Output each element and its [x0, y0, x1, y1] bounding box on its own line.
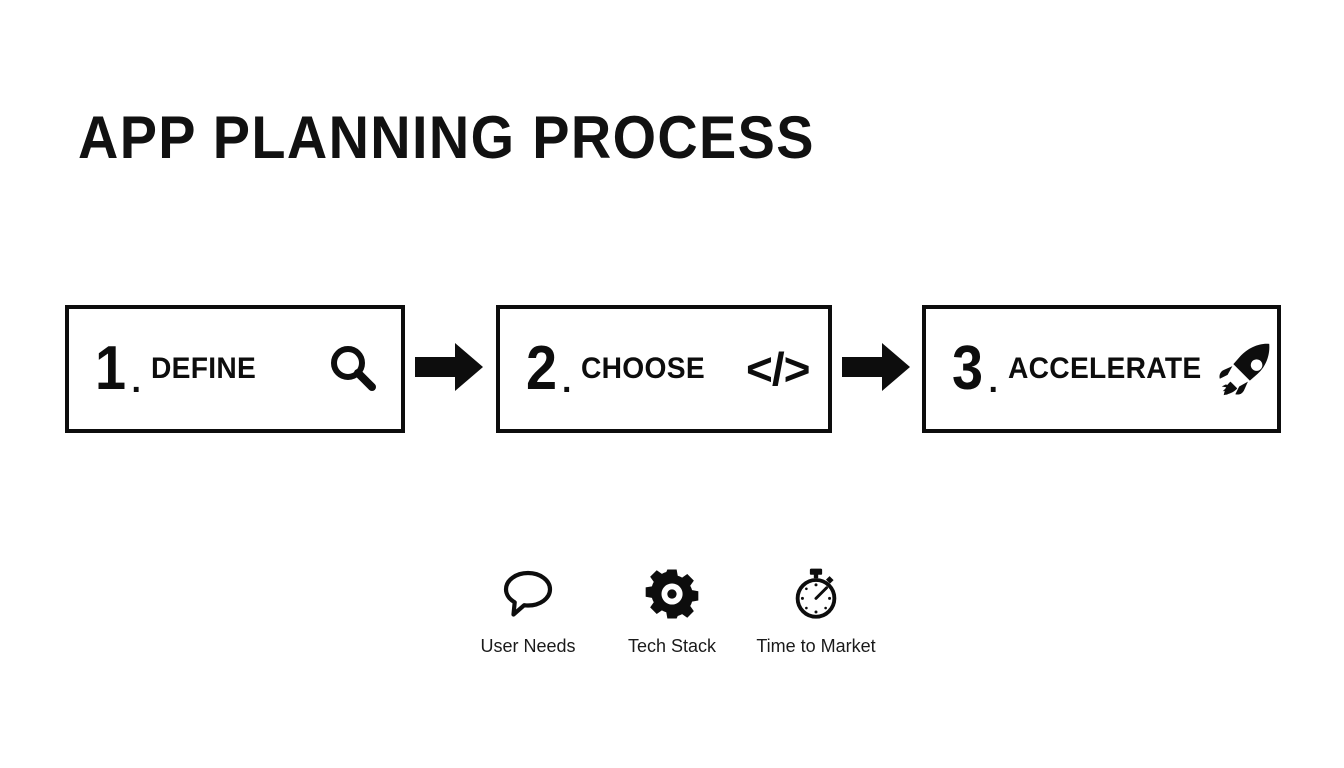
step-card-accelerate[interactable]: 3 . ACCELERATE — [922, 305, 1281, 433]
process-steps: 1 . DEFINE 2 . CHOOSE </> — [65, 305, 1281, 433]
code-brackets-icon: </> — [745, 343, 811, 395]
feature-user-needs[interactable]: User Needs — [462, 566, 594, 657]
connector-2 — [832, 340, 923, 399]
speech-bubble-icon — [501, 566, 555, 622]
feature-label: Time to Market — [756, 636, 876, 656]
feature-label: User Needs — [480, 636, 576, 656]
step-label: CHOOSE — [581, 352, 706, 385]
step-number: 2 — [525, 334, 557, 403]
page-title: APP PLANNING PROCESS — [78, 104, 815, 171]
step-card-define[interactable]: 1 . DEFINE — [65, 305, 405, 433]
gear-icon — [645, 566, 699, 622]
stopwatch-icon — [788, 566, 844, 622]
rocket-icon — [1214, 338, 1276, 400]
code-brackets-glyph: </> — [745, 343, 811, 395]
step-number-separator: . — [561, 362, 572, 400]
step-number: 1 — [95, 334, 127, 403]
step-label: ACCELERATE — [1007, 352, 1202, 385]
step-card-content: 3 . ACCELERATE — [926, 338, 1277, 400]
connector-1 — [405, 340, 496, 399]
step-number: 3 — [952, 334, 984, 403]
feature-list: User Needs Tech Stack — [462, 566, 882, 657]
step-card-choose[interactable]: 2 . CHOOSE </> — [495, 305, 832, 433]
step-card-content: 1 . DEFINE — [69, 338, 401, 400]
feature-tech-stack[interactable]: Tech Stack — [606, 566, 738, 657]
step-number-separator: . — [988, 362, 998, 400]
arrow-right-icon — [841, 340, 912, 399]
magnifier-icon — [323, 339, 383, 399]
step-card-content: 2 . CHOOSE </> — [500, 338, 828, 400]
arrow-right-icon — [415, 340, 485, 399]
feature-label: Tech Stack — [627, 636, 717, 656]
feature-time-to-market[interactable]: Time to Market — [750, 566, 882, 657]
step-number-separator: . — [131, 362, 141, 400]
step-label: DEFINE — [150, 352, 257, 385]
